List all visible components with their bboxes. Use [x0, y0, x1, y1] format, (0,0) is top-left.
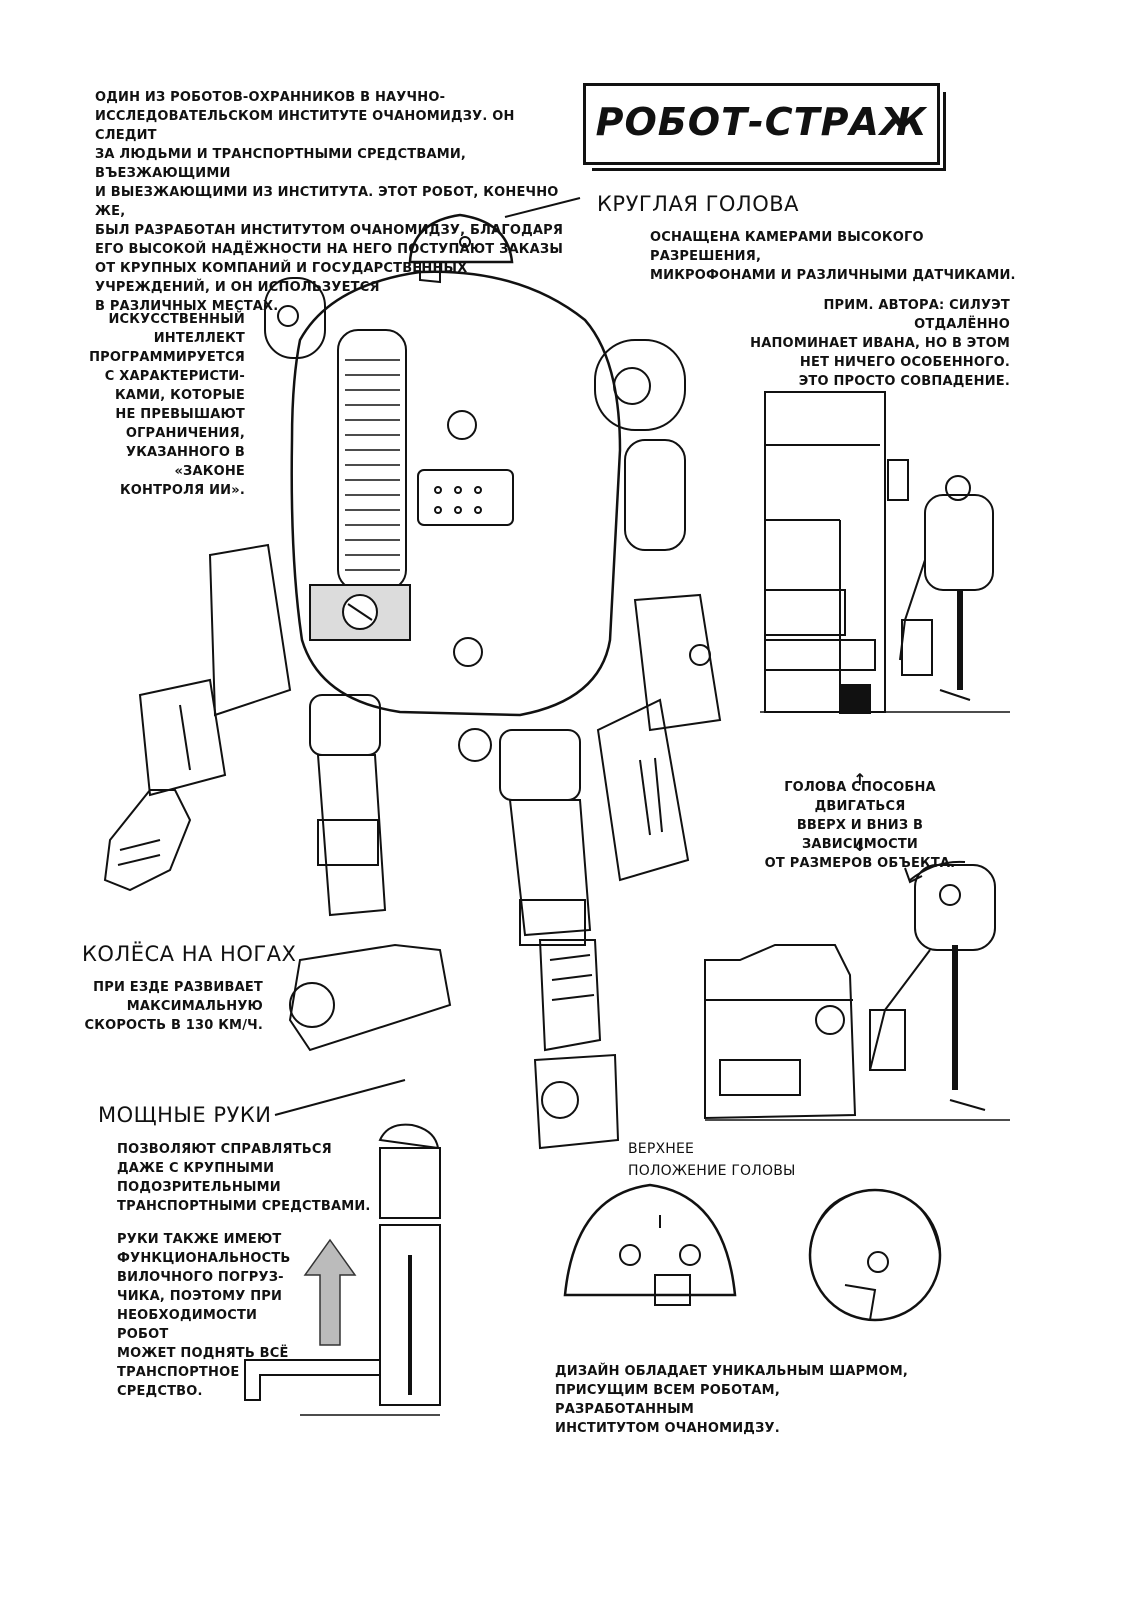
- car-scene-drawing: [704, 860, 1010, 1121]
- head-movement-text: ГОЛОВА СПОСОБНА ДВИГАТЬСЯ ВВЕРХ И ВНИЗ В…: [764, 780, 956, 871]
- arms-heading: МОЩНЫЕ РУКИ: [98, 1103, 272, 1127]
- wheels-text: ПРИ ЕЗДЕ РАЗВИВАЕТ МАКСИМАЛЬНУЮ СКОРОСТЬ…: [84, 980, 263, 1033]
- upper-head-label: ВЕРХНЕЕ ПОЛОЖЕНИЕ ГОЛОВЫ: [628, 1141, 796, 1179]
- author-note: ПРИМ. АВТОРА: СИЛУЭТ ОТДАЛЁННО НАПОМИНАЕ…: [750, 298, 1010, 389]
- arms-text-2: РУКИ ТАКЖЕ ИМЕЮТ ФУНКЦИОНАЛЬНОСТЬ ВИЛОЧН…: [117, 1232, 291, 1399]
- forklift-arm-drawing: [244, 1123, 441, 1416]
- truck-scene-drawing: [760, 391, 1010, 714]
- wheels-heading: КОЛЁСА НА НОГАХ: [82, 942, 297, 966]
- arms-text-1: ПОЗВОЛЯЮТ СПРАВЛЯТЬСЯ ДАЖЕ С КРУПНЫМИ ПО…: [117, 1142, 371, 1214]
- ai-note: ИСКУССТВЕННЫЙ ИНТЕЛЛЕКТ ПРОГРАММИРУЕТСЯ …: [89, 312, 245, 498]
- design-note: ДИЗАЙН ОБЛАДАЕТ УНИКАЛЬНЫМ ШАРМОМ, ПРИСУ…: [555, 1364, 909, 1436]
- leader-line-arms: [274, 1079, 406, 1116]
- arrow-down: ↓: [853, 836, 867, 855]
- head-detail-drawings: [563, 1183, 942, 1322]
- title-box: РОБОТ-СТРАЖ: [583, 83, 946, 171]
- intro-text: ОДИН ИЗ РОБОТОВ-ОХРАННИКОВ В НАУЧНО- ИСС…: [95, 90, 564, 314]
- main-robot-drawing: [103, 213, 722, 1150]
- leader-line-head: [504, 197, 581, 218]
- head-text: ОСНАЩЕНА КАМЕРАМИ ВЫСОКОГО РАЗРЕШЕНИЯ, М…: [650, 230, 1016, 283]
- head-heading: КРУГЛАЯ ГОЛОВА: [597, 192, 800, 216]
- arrow-up: ↑: [853, 770, 867, 789]
